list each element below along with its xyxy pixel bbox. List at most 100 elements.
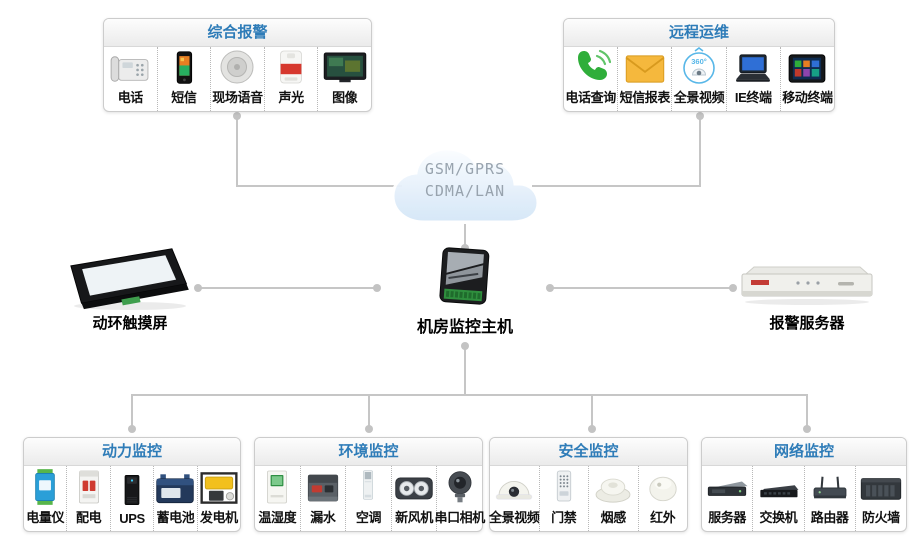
item-label: 全景视频 [489, 510, 540, 525]
power-meter-icon [28, 467, 62, 507]
item-fresh-air-fan: 新风机 [390, 466, 437, 531]
dome-camera-icon [492, 469, 536, 507]
item-server: 服务器 [702, 466, 752, 531]
connector-dot [696, 112, 704, 120]
item-ie-terminal: IE终端 [725, 47, 780, 111]
temp-humidity-icon [261, 467, 293, 507]
item-label: 服务器 [708, 510, 747, 525]
item-label: UPS [119, 511, 145, 526]
phone-handset-icon [571, 47, 611, 87]
connector-line [131, 394, 807, 396]
item-generator: 发电机 [196, 466, 240, 531]
connector-dot [233, 112, 241, 120]
item-label: 声光 [278, 90, 304, 105]
item-label: 漏水 [310, 510, 336, 525]
panel-title: 远程运维 [564, 19, 834, 47]
serial-camera-icon [443, 467, 477, 507]
battery-icon [154, 469, 196, 507]
item-label: 短信报表 [619, 90, 671, 105]
item-air-conditioner: 空调 [345, 466, 391, 531]
connector-dot [546, 284, 554, 292]
switch-icon [755, 469, 801, 507]
touchscreen-label: 动环触摸屏 [92, 315, 168, 332]
panel-items: 全景视频 门禁 [489, 466, 688, 531]
telephone-icon [109, 50, 151, 87]
smartphone-icon [167, 49, 201, 87]
item-firewall: 防火墙 [854, 466, 906, 531]
item-label: 电话 [117, 90, 144, 105]
connector-line [699, 115, 701, 187]
item-infrared: 红外 [637, 466, 688, 531]
connector-line [236, 185, 402, 187]
alarm-server-device [736, 262, 878, 306]
item-telephone: 电话 [104, 47, 157, 111]
panel-title: 动力监控 [24, 438, 240, 466]
connector-dot [588, 425, 596, 433]
item-image: 图像 [317, 47, 371, 111]
item-temp-humidity: 温湿度 [255, 466, 300, 531]
item-router: 路由器 [803, 466, 855, 531]
router-icon [809, 469, 851, 507]
panel-items: 电量仪 配电 [24, 466, 240, 531]
connector-line [532, 185, 700, 187]
item-sound-light: 声光 [263, 47, 318, 111]
cloud-line-1: GSM/GPRS [424, 160, 506, 178]
connector-dot [365, 425, 373, 433]
item-label: 防火墙 [861, 510, 900, 525]
item-label: 短信 [171, 90, 197, 105]
panel-items: 温湿度 漏水 [255, 466, 485, 531]
item-label: 电量仪 [26, 510, 65, 525]
item-power-distribution: 配电 [66, 466, 109, 531]
panel-remote-operations: 远程运维 电话查询 短信报 [563, 18, 835, 112]
connector-line [236, 115, 238, 187]
item-label: 交换机 [759, 510, 798, 525]
item-label: 配电 [76, 510, 102, 525]
panel-title: 综合报警 [104, 19, 371, 47]
connector-line [806, 394, 808, 427]
cloud-icon [391, 147, 540, 224]
panel-security-monitoring: 安全监控 全景视频 [489, 437, 688, 532]
item-label: 发电机 [199, 510, 238, 525]
infrared-sensor-icon [644, 469, 682, 507]
connector-dot [803, 425, 811, 433]
laptop-icon [732, 50, 774, 87]
item-label: 电话查询 [565, 90, 616, 105]
water-leak-icon [304, 469, 342, 507]
item-phone-query: 电话查询 [564, 47, 617, 111]
item-label: 全景视频 [673, 90, 725, 105]
ceiling-speaker-icon [217, 47, 257, 87]
firewall-icon [858, 469, 904, 507]
envelope-icon [624, 50, 666, 87]
monitoring-host-label: 机房监控主机 [416, 319, 513, 336]
item-label: 图像 [332, 90, 358, 105]
connector-dot [194, 284, 202, 292]
air-conditioner-icon [355, 463, 381, 507]
panel-items: 电话 短信 [104, 47, 371, 111]
panel-comprehensive-alarm: 综合报警 电话 [103, 18, 372, 112]
strobe-siren-icon [275, 47, 307, 87]
panel-items: 服务器 交换机 [702, 466, 906, 531]
item-label: 蓄电池 [156, 510, 195, 525]
item-label: 新风机 [395, 510, 433, 525]
connector-line [591, 394, 593, 427]
connector-line [131, 394, 133, 427]
ups-icon [118, 469, 146, 511]
monitor-icon [323, 50, 367, 87]
item-label: 烟感 [600, 510, 627, 525]
item-label: 红外 [650, 510, 676, 525]
touchscreen-device [62, 248, 192, 312]
network-cloud: GSM/GPRS CDMA/LAN [384, 134, 546, 236]
item-smoke-detector: 烟感 [588, 466, 638, 531]
item-sms-report: 短信报表 [617, 47, 671, 111]
generator-icon [198, 469, 240, 507]
tablet-icon [786, 50, 828, 87]
connector-line [464, 224, 466, 246]
connector-dot [461, 342, 469, 350]
alarm-server-label: 报警服务器 [769, 315, 845, 332]
alarm-server-image [741, 266, 873, 305]
item-label: 串口相机 [434, 510, 485, 525]
item-label: 温湿度 [258, 510, 297, 525]
circuit-breaker-icon [73, 467, 105, 507]
smoke-detector-icon [591, 469, 635, 507]
item-sms: 短信 [156, 47, 211, 111]
